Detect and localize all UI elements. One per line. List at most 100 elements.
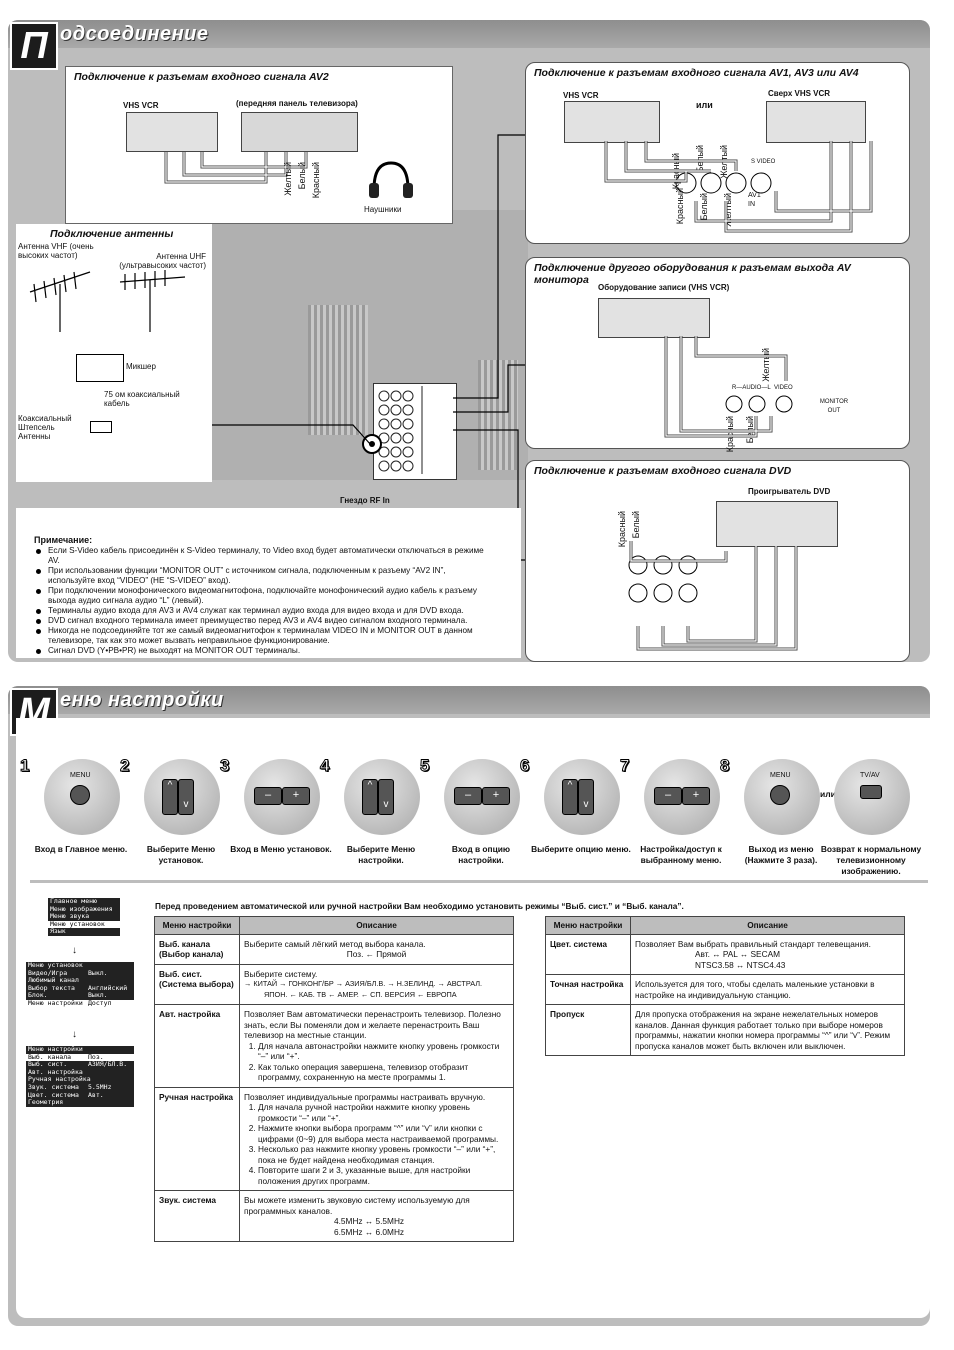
volume-down-icon: – bbox=[454, 787, 482, 805]
step-number: 4 bbox=[319, 756, 330, 776]
cable-label: Белый bbox=[297, 162, 307, 190]
tvav-button[interactable]: TV/AV bbox=[834, 759, 910, 835]
monitor-title: Подключение другого оборудования к разъе… bbox=[534, 262, 851, 286]
video-label: VIDEO bbox=[774, 385, 793, 391]
table-row: Цвет. система Позволяет Вам выбрать прав… bbox=[545, 933, 905, 975]
button-label: MENU bbox=[70, 772, 91, 779]
av134-title: Подключение к разъемам входного сигнала … bbox=[534, 67, 859, 79]
osd-item: Выб. сист.АЗИЯ/БЛ.В. bbox=[26, 1061, 134, 1069]
notes-list: Если S-Video кабель присоединён к S-Vide… bbox=[34, 546, 494, 656]
av134-cables bbox=[604, 141, 873, 233]
plug-label: Коаксиальный Штепсель Антенны bbox=[18, 414, 72, 441]
table-row: Авт. настройка Позволяет Вам автоматичес… bbox=[154, 1004, 514, 1088]
menu-button[interactable]: MENU bbox=[744, 759, 820, 835]
tuning-table-left: Меню настройки Описание Выб. канала (Выб… bbox=[154, 916, 514, 1242]
step-number: 3 bbox=[219, 756, 230, 776]
volume-buttons[interactable]: – + bbox=[644, 759, 720, 835]
osd-item: Меню установок bbox=[26, 961, 134, 970]
osd-item-label: Авт. настройка bbox=[28, 1067, 83, 1076]
osd-item-value: Авт. bbox=[88, 1090, 104, 1099]
table-row: Выб. канала (Выбор канала) Выберите самы… bbox=[154, 933, 514, 965]
desc-option: Авт. ↔ PAL ↔ SECAM bbox=[695, 949, 781, 959]
row-key: Ручная настройка bbox=[154, 1086, 240, 1191]
cable-label: Красный bbox=[311, 162, 321, 199]
desc-text: Позволяет Вам автоматически перенастроит… bbox=[244, 1009, 501, 1040]
col-desc: Описание bbox=[239, 916, 514, 935]
step-number: 5 bbox=[419, 756, 430, 776]
osd-item-label: Видео/Игра bbox=[28, 968, 68, 977]
dvd-cables bbox=[629, 541, 798, 651]
channel-buttons[interactable]: ^ v bbox=[144, 759, 220, 835]
step-number: 7 bbox=[619, 756, 630, 776]
dvd-card: Подключение к разъемам входного сигнала … bbox=[525, 460, 910, 662]
step-label: Выберите опцию меню. bbox=[531, 844, 631, 854]
osd-item-label: Меню установок bbox=[28, 961, 83, 969]
terminal-jacks bbox=[378, 386, 423, 474]
step-label: Вход в Меню установок. bbox=[230, 844, 332, 854]
tv-front-panel bbox=[241, 112, 358, 152]
osd-item: Язык bbox=[50, 927, 66, 936]
round-button-icon bbox=[770, 785, 790, 805]
volume-down-icon: – bbox=[654, 787, 682, 805]
channel-buttons[interactable]: ^ v bbox=[344, 759, 420, 835]
audio-label: R—AUDIO—L bbox=[732, 385, 771, 391]
table-row: Пропуск Для пропуска отображения на экра… bbox=[545, 1004, 905, 1056]
button-label: MENU bbox=[770, 772, 791, 779]
osd-item-value: 5.5MHz bbox=[88, 1082, 112, 1091]
desc-step: Для начала ручной настройки нажмите кноп… bbox=[258, 1102, 509, 1123]
row-key: Звук. система bbox=[154, 1190, 240, 1242]
rf-in-label: Гнездо RF In bbox=[340, 496, 390, 505]
osd-item: Геометрия bbox=[26, 1099, 134, 1107]
headphones-label: Наушники bbox=[364, 205, 402, 214]
antenna-title: Подключение антенны bbox=[50, 228, 174, 240]
osd-item-label: Выб. канала bbox=[28, 1052, 72, 1061]
channel-down-icon: v bbox=[378, 779, 394, 815]
arrow-down-icon: ↓ bbox=[72, 945, 77, 956]
mixer-box bbox=[76, 354, 124, 382]
channel-up-icon: ^ bbox=[162, 779, 178, 815]
osd-item-label: Меню настройки bbox=[28, 998, 83, 1007]
monitor-cables bbox=[664, 336, 788, 438]
dvd-player-label: Проигрыватель DVD bbox=[748, 487, 831, 496]
cable-label: Белый bbox=[631, 511, 641, 539]
osd-item-value: Доступ bbox=[88, 998, 112, 1007]
or-label: или bbox=[696, 100, 713, 110]
desc-steps: Для начала ручной настройки нажмите кноп… bbox=[244, 1102, 509, 1186]
osd-item: Меню изображения bbox=[50, 904, 113, 913]
table-row: Звук. система Вы можете изменить звукову… bbox=[154, 1190, 514, 1242]
volume-down-icon: – bbox=[254, 787, 282, 805]
channel-up-icon: ^ bbox=[562, 779, 578, 815]
section-header bbox=[8, 686, 930, 714]
av2-connection-card: Подключение к разъемам входного сигнала … bbox=[65, 66, 453, 224]
osd-item-label: Любимый канал bbox=[28, 976, 79, 985]
channel-buttons[interactable]: ^ v bbox=[544, 759, 620, 835]
osd-item-value: АЗИЯ/БЛ.В. bbox=[88, 1060, 128, 1069]
step-label: Возврат к нормальному телевизионному изо… bbox=[820, 844, 922, 876]
row-desc: Вы можете изменить звуковую систему испо… bbox=[239, 1190, 514, 1242]
step-number: 6 bbox=[519, 756, 530, 776]
volume-buttons[interactable]: – + bbox=[244, 759, 320, 835]
desc-text: Позволяет индивидуальные программы настр… bbox=[244, 1091, 486, 1102]
volume-buttons[interactable]: – + bbox=[444, 759, 520, 835]
osd-item-label: Геометрия bbox=[28, 1098, 64, 1107]
desc-step: Несколько раз нажмите кнопку уровень гро… bbox=[258, 1144, 509, 1165]
vhs-vcr-device bbox=[564, 101, 660, 143]
note-item: DVD сигнал входного терминала имеет преи… bbox=[36, 616, 494, 626]
osd-item: Меню установок bbox=[48, 920, 120, 929]
step-label: Выберите Меню установок. bbox=[146, 844, 216, 865]
vhf-label: Антенна VHF (очень высоких частот) bbox=[18, 242, 94, 260]
note-item: При использовании функции “MONITOR OUT” … bbox=[36, 566, 494, 586]
menu-button[interactable]: MENU bbox=[44, 759, 120, 835]
step-label: Выход из меню (Нажмите 3 раза). bbox=[744, 844, 818, 865]
row-desc: Для пропуска отображения на экране нежел… bbox=[630, 1004, 905, 1056]
step-label: Выберите Меню настройки. bbox=[346, 844, 416, 865]
osd-item: Меню звука bbox=[50, 912, 90, 921]
desc-option: ЯПОН. ← КАБ. ТВ ← АМЕР. ← СП. ВЕРСИЯ ← Е… bbox=[264, 989, 457, 999]
note-item: При подключении монофонического видеомаг… bbox=[36, 586, 494, 606]
monitor-out-card: Подключение другого оборудования к разъе… bbox=[525, 257, 910, 452]
osd-item: Авт. настройка bbox=[26, 1067, 134, 1077]
